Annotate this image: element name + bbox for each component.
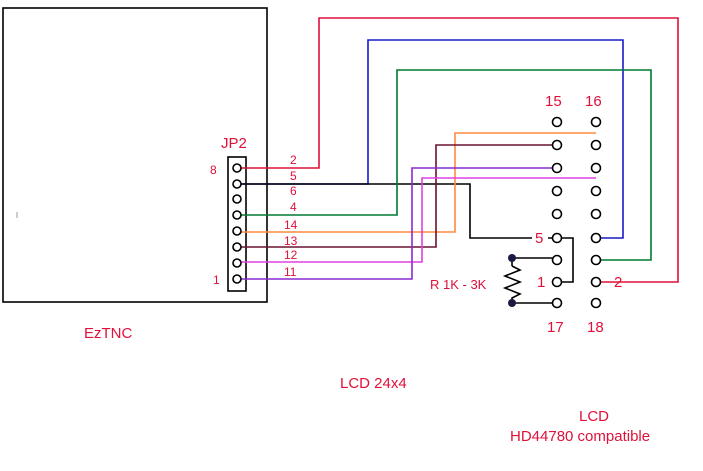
jp2-pins <box>232 163 242 284</box>
jp2-header <box>227 156 247 292</box>
jp2-pin <box>232 194 242 204</box>
jp2-pin1-label: 1 <box>213 273 220 287</box>
jp2-pin8-label: 8 <box>210 163 217 177</box>
wire-label: 12 <box>284 248 298 262</box>
wire-label: 6 <box>290 184 297 198</box>
wire-2 <box>237 17 679 283</box>
lcd-pin17-label: 17 <box>547 319 564 336</box>
lcd-pin <box>590 297 602 309</box>
wire-label: 11 <box>284 265 297 279</box>
lcd-pin <box>551 254 563 266</box>
wire-11 <box>237 167 557 280</box>
wire-6 <box>237 183 532 239</box>
wire-4 <box>237 69 652 261</box>
lcd-pin <box>590 276 602 288</box>
wires <box>237 17 679 304</box>
lcd-pin <box>590 232 602 244</box>
jp2-label: JP2 <box>221 135 247 152</box>
wire-label: 5 <box>290 169 297 183</box>
jp2-pin <box>232 226 242 236</box>
lcd-pin <box>551 139 563 151</box>
resistor-node-top <box>508 254 516 262</box>
lcd-pin <box>590 185 602 197</box>
jp2-pin <box>232 163 242 173</box>
jp2-pin <box>232 242 242 252</box>
lcd-pin18-label: 18 <box>587 319 604 336</box>
resistor <box>502 254 523 307</box>
lcd-pin <box>590 208 602 220</box>
wire-label: 14 <box>284 218 298 232</box>
jp2-pin <box>232 258 242 268</box>
wire-label: 2 <box>290 153 297 167</box>
lcd-pin <box>590 254 602 266</box>
lcd-pins <box>551 116 602 309</box>
lcd-pin16-label: 16 <box>585 93 602 110</box>
wire-label: 13 <box>284 234 298 248</box>
lcd-pin <box>551 232 563 244</box>
lcd-pin <box>551 208 563 220</box>
wire-label: 4 <box>290 200 297 214</box>
eztnc-board <box>2 7 268 303</box>
wire-14 <box>237 132 596 233</box>
wire-12 <box>237 177 596 263</box>
resistor-label: R 1K - 3K <box>430 277 487 292</box>
lcd-pin <box>590 116 602 128</box>
lcd-pin5-label: 5 <box>535 230 543 247</box>
lcd-pin <box>551 185 563 197</box>
jp2-pin <box>232 210 242 220</box>
lcd-pin <box>551 276 563 288</box>
jp2-pin <box>232 274 242 284</box>
wire-13 <box>237 144 557 248</box>
lcd-pin <box>551 297 563 309</box>
lcd-pin <box>551 162 563 174</box>
lcd-pin <box>590 162 602 174</box>
lcd-pin2-label: 2 <box>614 274 622 291</box>
lcd-pin <box>551 116 563 128</box>
lcd-pin <box>590 139 602 151</box>
resistor-node-bottom <box>508 299 516 307</box>
lcd-pin1-label: 1 <box>537 274 545 291</box>
lcd-pin15-label: 15 <box>545 93 562 110</box>
lcd-label: LCD <box>579 408 609 425</box>
jp2-pin <box>232 179 242 189</box>
eztnc-label: EzTNC <box>84 325 133 342</box>
lcd-compat-label: HD44780 compatible <box>510 428 650 445</box>
lcd-size-caption: LCD 24x4 <box>340 375 407 392</box>
